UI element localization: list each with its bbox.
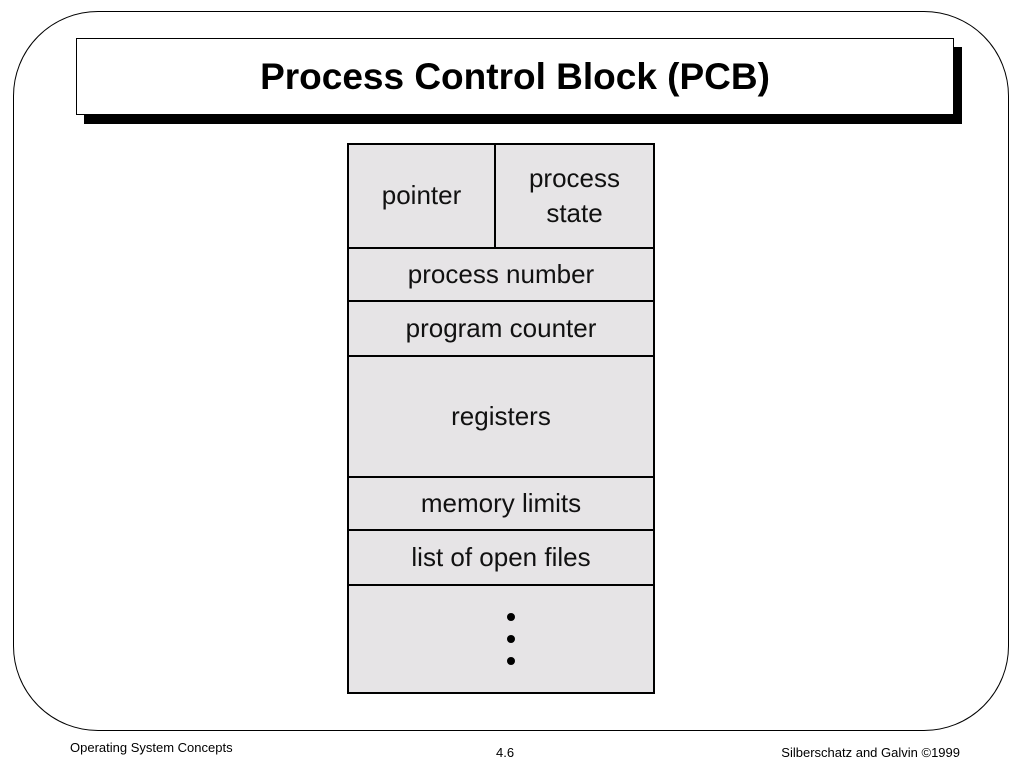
pcb-row-continuation xyxy=(349,586,653,692)
footer-page-number: 4.6 xyxy=(496,745,515,760)
footer-year: 1999 xyxy=(931,745,960,760)
ellipsis-dot xyxy=(507,635,515,643)
pcb-row-open-files: list of open files xyxy=(349,531,653,586)
pcb-cell-pointer: pointer xyxy=(349,145,496,247)
footer-course: Operating System Concepts xyxy=(70,740,233,755)
footer-copyright: Silberschatz and Galvin ©1999 xyxy=(781,745,960,760)
program-counter-label: program counter xyxy=(405,312,597,343)
registers-label: registers xyxy=(451,400,551,431)
slide-frame xyxy=(13,11,1009,731)
open-files-label: list of open files xyxy=(411,541,591,572)
pcb-diagram: pointer process state process number pro… xyxy=(347,143,655,694)
title-box: Process Control Block (PCB) xyxy=(76,38,954,115)
pcb-row-process-number: process number xyxy=(349,249,653,302)
slide-title: Process Control Block (PCB) xyxy=(260,55,770,97)
ellipsis-dot xyxy=(507,613,515,621)
vertical-ellipsis-icon xyxy=(507,586,515,692)
ellipsis-dot xyxy=(507,657,515,665)
process-number-label: process number xyxy=(407,258,595,289)
copyright-symbol: © xyxy=(921,745,932,760)
memory-limits-label: memory limits xyxy=(420,487,582,518)
pcb-row-pointer-state: pointer process state xyxy=(349,145,653,249)
pointer-label: pointer xyxy=(381,180,462,211)
process-state-label: process state xyxy=(528,162,621,228)
pcb-cell-process-state: process state xyxy=(496,145,653,247)
pcb-row-memory-limits: memory limits xyxy=(349,478,653,531)
footer-authors: Silberschatz and Galvin xyxy=(781,745,922,760)
pcb-row-registers: registers xyxy=(349,357,653,478)
pcb-row-program-counter: program counter xyxy=(349,302,653,357)
